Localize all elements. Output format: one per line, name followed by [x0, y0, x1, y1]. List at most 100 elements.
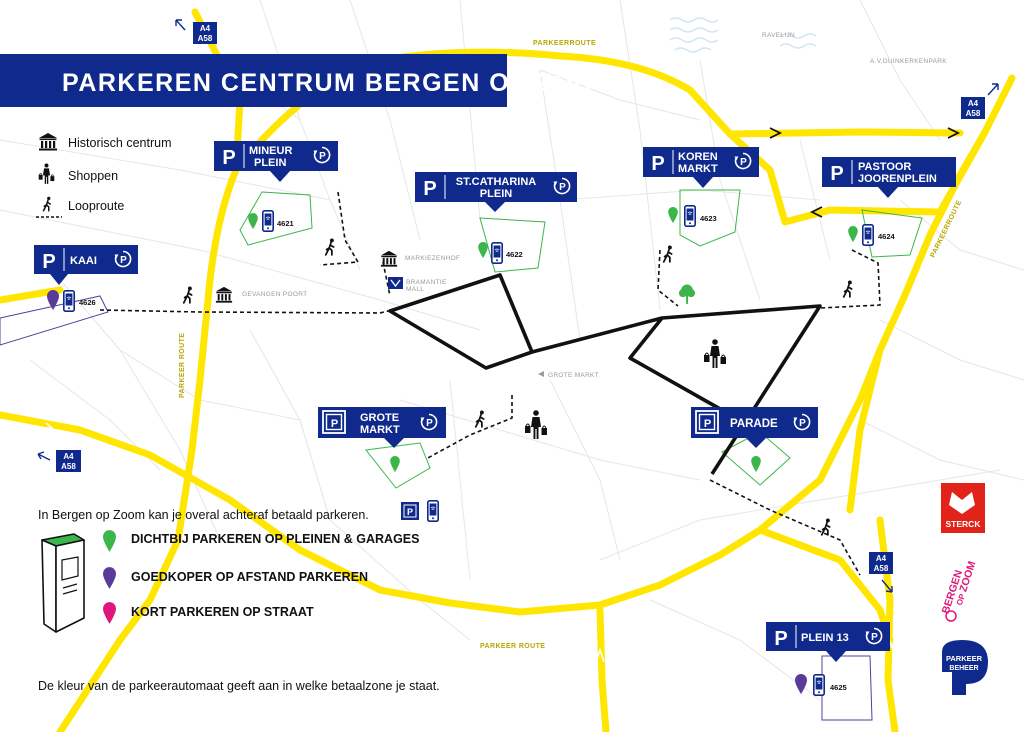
bergen-logo-mark — [945, 610, 957, 622]
sign-line1: PLEIN 13 — [801, 632, 849, 644]
arrow-down-right-icon — [881, 579, 893, 593]
bramantie-mall-icon — [388, 277, 403, 289]
bergen-op-zoom-logo: BERGEN OP ZOOM — [940, 560, 979, 616]
sign-line1: MINEUR — [249, 145, 292, 157]
zone-number-plein13: 4625 — [830, 683, 847, 692]
sign-line1: KOREN — [678, 151, 718, 163]
parking-sign-plein-13[interactable]: P PLEIN 13 — [766, 622, 890, 662]
svg-text:OP: OP — [955, 592, 967, 606]
phone-icon-catharina — [491, 242, 503, 264]
street-label-bramantie-mall: MALL — [406, 286, 424, 293]
sign-line1: ST.CATHARINA — [456, 176, 537, 188]
legend-magenta-text: KORT PARKEREN OP STRAAT — [131, 605, 314, 619]
parking-sign-grote-markt[interactable]: GROTE MARKT — [318, 407, 446, 448]
highway-sign-ne: A4 A58 — [961, 83, 999, 119]
svg-text:A58: A58 — [966, 109, 981, 118]
street-label-grote-markt: GROTE MARKT — [548, 372, 599, 379]
green-pin-icon-grote — [390, 456, 400, 472]
parking-meter-icon — [41, 533, 85, 633]
legend-green-text: DICHTBIJ PARKEREN OP PLEINEN & GARAGES — [131, 532, 419, 546]
arrow-up-right-icon — [987, 83, 999, 96]
sign-line1: GROTE — [360, 412, 399, 424]
svg-text:PARKEER: PARKEER — [946, 654, 983, 663]
walking-person-icon-kaai — [182, 286, 193, 304]
route-label-top: PARKEERROUTE — [533, 40, 596, 47]
legend-looproute: Looproute — [68, 199, 124, 213]
legend-historisch: Historisch centrum — [68, 136, 172, 150]
grote-markt-arrow-icon — [538, 371, 544, 377]
title-banner: PARKEREN CENTRUM BERGEN OP ZOOM — [0, 54, 617, 107]
parking-sign-kaai[interactable]: P KAAI — [34, 245, 138, 285]
arrow-up-left-icon — [175, 19, 186, 31]
purple-pin-icon — [103, 567, 116, 589]
green-pin-icon — [103, 530, 116, 552]
parking-sign-koren-markt[interactable]: P KOREN MARKT — [643, 147, 759, 188]
route-label-left: PARKEER ROUTE — [179, 333, 186, 398]
svg-text:A4: A4 — [63, 452, 74, 461]
garage-icon — [695, 410, 719, 434]
p-icon: P — [42, 251, 55, 273]
walking-person-icon — [42, 196, 52, 212]
purple-pin-icon-plein13 — [795, 674, 807, 694]
highway-sign-nw: A4 A58 — [175, 19, 217, 44]
garage-icon — [322, 410, 346, 434]
shopping-person-icon — [38, 163, 55, 185]
water-waves — [669, 17, 817, 53]
route-label-bottom: PARKEER ROUTE — [480, 643, 545, 650]
payment-legend: In Bergen op Zoom kan je overal achteraf… — [38, 500, 440, 693]
phone-icon-plein13 — [813, 674, 825, 696]
green-pin-icon-parade — [751, 456, 761, 472]
phone-icon-pastoor — [862, 224, 874, 246]
parkeerbeheer-logo: PARKEER BEHEER — [942, 640, 988, 695]
p-icon: P — [651, 153, 664, 175]
sign-line2: PLEIN — [254, 157, 286, 169]
legend-shoppen: Shoppen — [68, 169, 118, 183]
svg-text:BEHEER: BEHEER — [949, 665, 978, 672]
zone-number-koren: 4623 — [700, 214, 717, 223]
icon-legend: Historisch centrum Shoppen Looproute — [36, 133, 172, 218]
magenta-pin-icon — [103, 602, 116, 624]
garage-mini-icon — [401, 502, 419, 520]
svg-text:A58: A58 — [61, 462, 76, 471]
phone-mini-icon — [427, 500, 439, 522]
parking-sign-pastoor-joorenplein[interactable]: P PASTOOR JOORENPLEIN — [822, 157, 956, 198]
sign-line2: JOORENPLEIN — [858, 173, 937, 185]
street-label-duinkerkenpark: A.V.DUINKERKENPARK — [870, 58, 947, 65]
parking-sign-catharina-plein[interactable]: P ST.CATHARINA PLEIN — [415, 172, 577, 212]
svg-text:P: P — [407, 507, 413, 517]
green-pin-icon-catharina — [478, 242, 488, 258]
green-pin-icon-koren — [668, 207, 678, 223]
highway-sign-w: A4 A58 — [37, 450, 81, 472]
svg-text:A4: A4 — [876, 554, 887, 563]
parking-sign-mineur-plein[interactable]: P MINEUR PLEIN — [214, 141, 338, 182]
historic-center-outline — [388, 273, 822, 475]
street-label-bramantie: BRAMANTIE — [406, 279, 447, 286]
shopping-person-icon-parade — [703, 338, 727, 369]
page-title: PARKEREN CENTRUM BERGEN OP ZOOM — [62, 69, 617, 97]
sign-line1: PASTOOR — [858, 161, 911, 173]
walking-person-icon-se — [820, 518, 831, 536]
svg-text:STERCK: STERCK — [946, 519, 982, 529]
parking-sign-parade[interactable]: PARADE — [691, 407, 818, 448]
zone-number-mineur: 4621 — [277, 219, 294, 228]
legend-footer-text: De kleur van de parkeerautomaat geeft aa… — [38, 679, 440, 693]
walking-person-icon-mineur — [324, 238, 335, 256]
svg-text:A4: A4 — [200, 24, 211, 33]
p-icon: P — [774, 628, 787, 650]
walking-person-icon-pastoor — [842, 280, 853, 298]
p-icon: P — [222, 147, 235, 169]
green-pin-icon-mineur — [248, 213, 258, 229]
museum-icon-gevangenpoort — [215, 286, 233, 303]
sign-line1: PARADE — [730, 418, 778, 430]
sign-line2: MARKT — [678, 163, 718, 175]
street-label-gevangenpoort: GEVANGEN POORT — [242, 291, 307, 298]
green-pin-icon-pastoor — [848, 226, 858, 242]
legend-intro-text: In Bergen op Zoom kan je overal achteraf… — [38, 508, 369, 522]
sign-line2: PLEIN — [480, 188, 512, 200]
sterck-logo: STERCK — [941, 483, 985, 533]
p-icon: P — [423, 178, 436, 200]
legend-purple-text: GOEDKOPER OP AFSTAND PARKEREN — [131, 570, 368, 584]
shopping-person-icon-grote — [524, 409, 548, 440]
highway-sign-se: A4 A58 — [869, 552, 893, 593]
